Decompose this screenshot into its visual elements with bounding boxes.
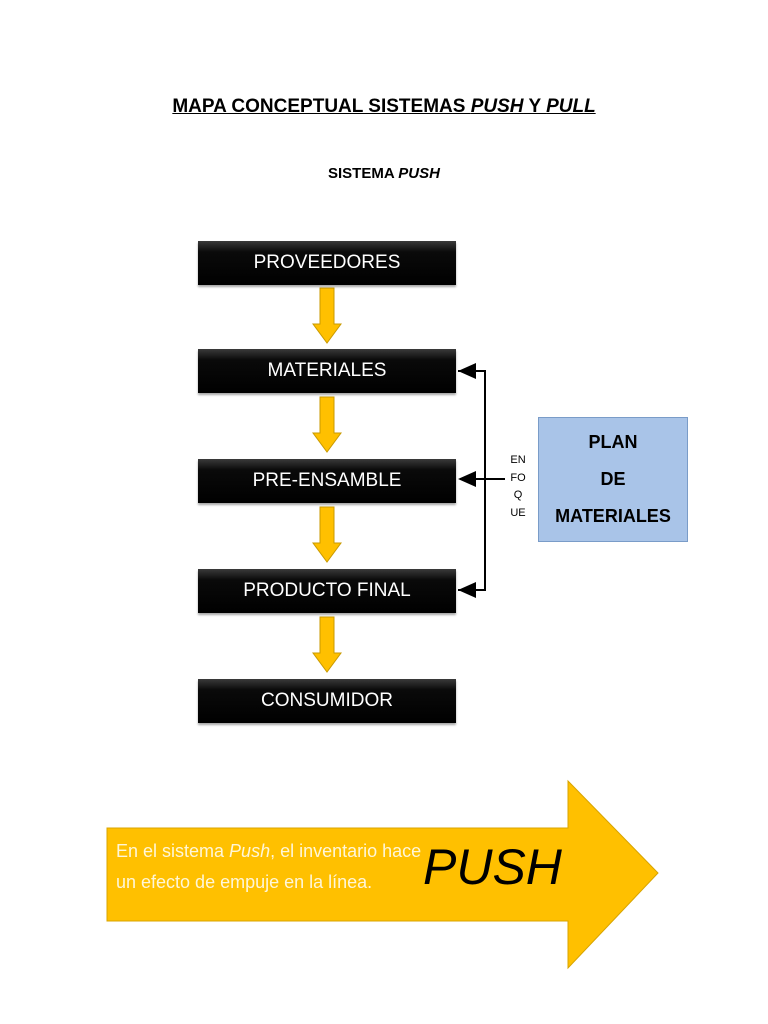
title-text: MAPA CONCEPTUAL SISTEMAS PUSH Y PULL [172, 96, 596, 117]
step-proveedores: PROVEEDORES [198, 241, 456, 285]
enfoque-label: EN FO Q UE [510, 454, 526, 519]
down-arrow-3 [312, 506, 342, 563]
push-description: En el sistema Push, el inventario hace u… [116, 841, 422, 892]
section-subtitle: SISTEMA PUSH [328, 165, 440, 182]
down-arrow-2 [312, 396, 342, 453]
bracket-line [458, 370, 486, 591]
step-pre-ensamble: PRE-ENSAMBLE [198, 459, 456, 503]
push-big-label: PUSH [423, 839, 562, 895]
plan-de-materiales-box: PLAN DE MATERIALES [538, 417, 688, 542]
down-arrow-1 [312, 287, 342, 344]
down-arrow-4 [312, 616, 342, 673]
step-producto-final: PRODUCTO FINAL [198, 569, 456, 613]
page-title: MAPA CONCEPTUAL SISTEMAS PUSH Y PULL [0, 96, 768, 118]
step-consumidor: CONSUMIDOR [198, 679, 456, 723]
push-big-arrow [106, 779, 659, 970]
step-materiales: MATERIALES [198, 349, 456, 393]
